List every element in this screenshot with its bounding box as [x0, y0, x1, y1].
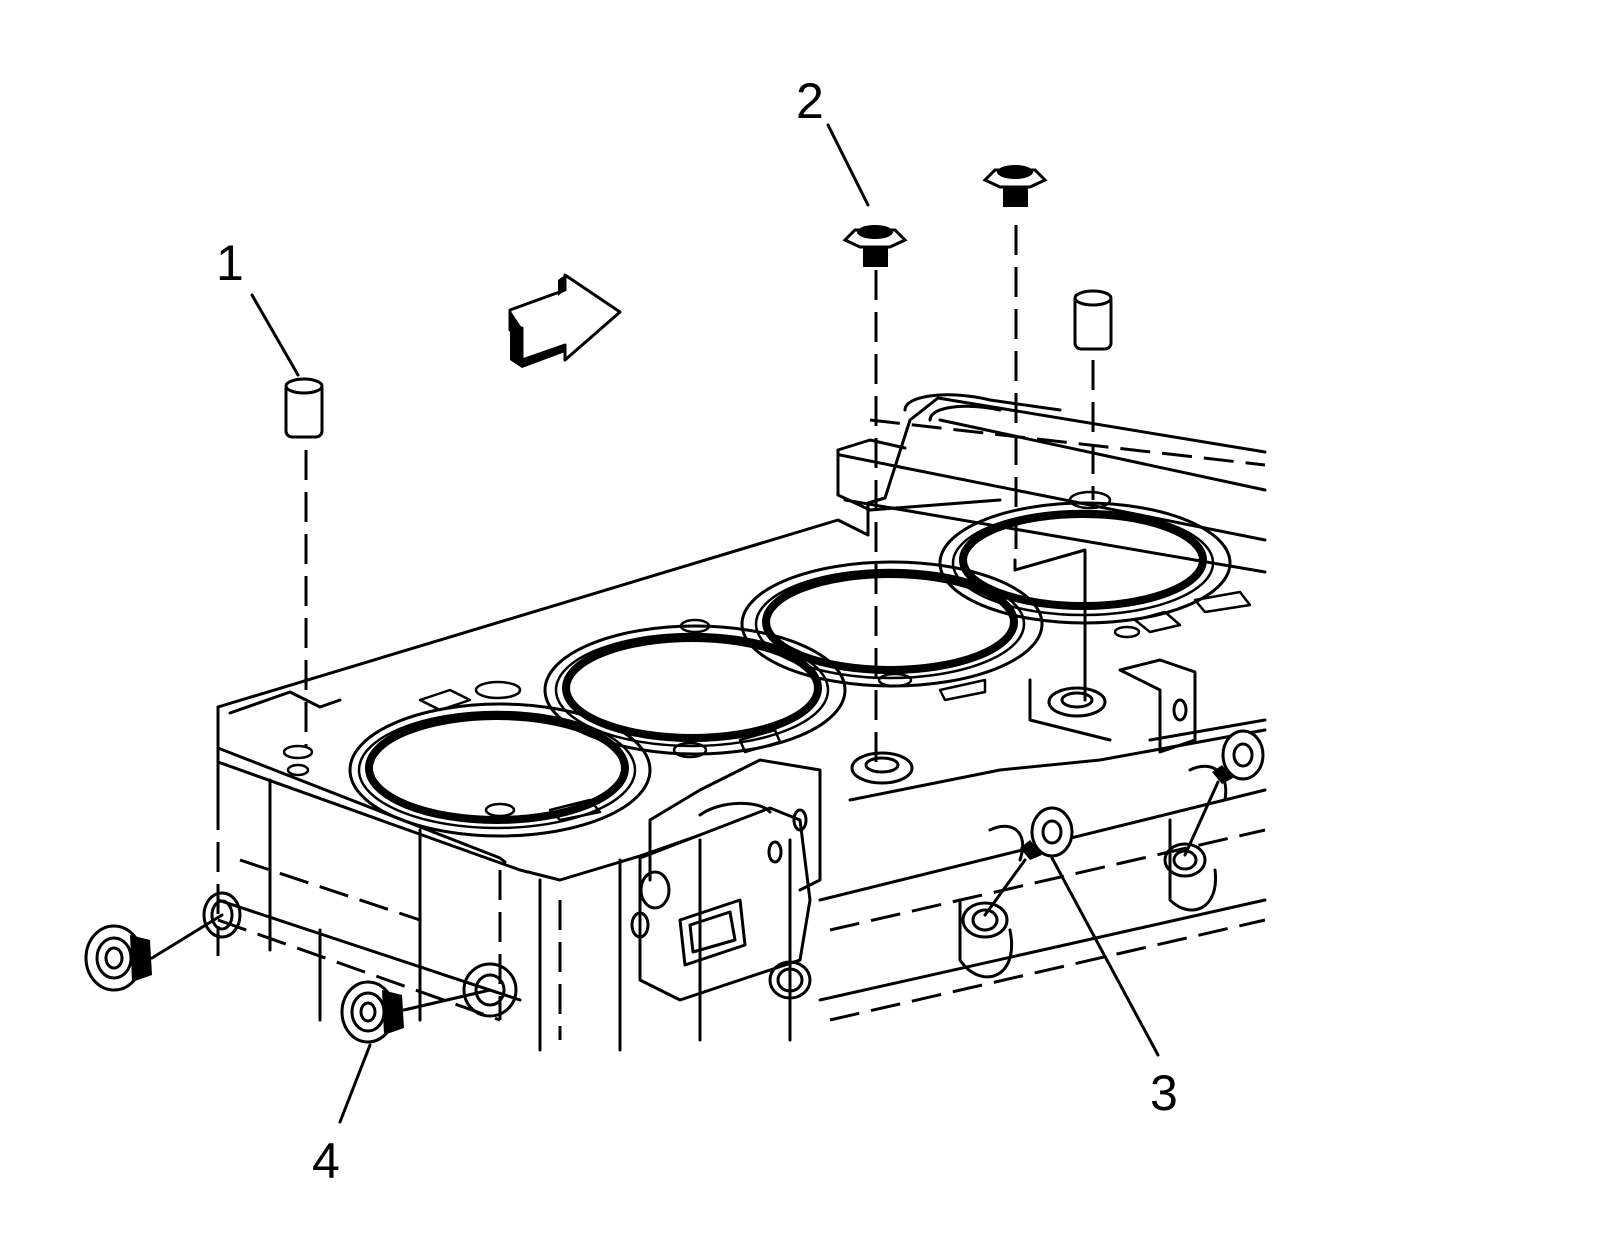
callout-label-3: 3 [1150, 1065, 1178, 1121]
front-flange [638, 806, 812, 1002]
cylinder-bore-2 [543, 624, 847, 756]
cylinder-bore-1 [348, 702, 652, 838]
callout-label-4: 4 [312, 1133, 340, 1189]
side-plug-middle [983, 806, 1074, 917]
callout-3: 3 [1050, 856, 1178, 1121]
coolant-plug-right [340, 980, 492, 1044]
callout-1: 1 [216, 235, 300, 377]
engine-block [202, 393, 1267, 1052]
coolant-plug-left [84, 913, 224, 992]
top-plug-right [982, 165, 1048, 560]
callout-label-1: 1 [216, 235, 244, 291]
side-plug-right [1183, 729, 1265, 857]
dowel-left [284, 377, 324, 748]
top-plug-left [842, 225, 908, 770]
callout-4: 4 [312, 1043, 372, 1189]
dowel-right [1013, 289, 1113, 702]
front-direction-arrow [508, 273, 622, 368]
callout-2: 2 [796, 73, 870, 207]
callout-label-2: 2 [796, 73, 824, 129]
